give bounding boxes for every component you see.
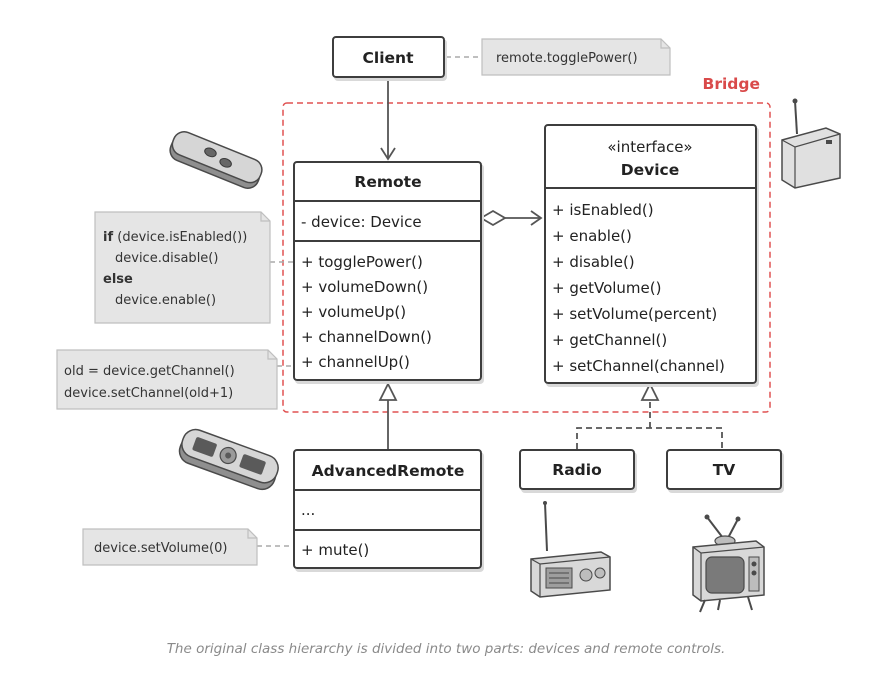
remote-class: Remote - device: Device + togglePower() … — [293, 161, 482, 381]
device-interface: «interface» Device + isEnabled() + enabl… — [544, 124, 757, 384]
device-class-name: Device — [621, 161, 680, 179]
client-class-name: Client — [363, 49, 415, 67]
tv-icon — [692, 514, 765, 613]
channel-note-line: device.setChannel(old+1) — [64, 386, 233, 401]
advanced-remote-class: AdvancedRemote ... + mute() — [293, 449, 482, 569]
radio-class: Radio — [519, 449, 635, 490]
remote-to-device-arrowhead — [530, 210, 543, 226]
device-method: + isEnabled() — [552, 201, 654, 219]
advanced-remote-inheritance-triangle — [378, 381, 398, 401]
device-method: + getVolume() — [552, 279, 661, 297]
client-to-remote-arrowhead — [380, 147, 396, 161]
device-method: + getChannel() — [552, 331, 667, 349]
device-method: + setChannel(channel) — [552, 357, 725, 375]
simple-remote-icon — [169, 131, 263, 189]
diagram-caption: The original class hierarchy is divided … — [167, 641, 726, 657]
tv-class: TV — [666, 449, 782, 490]
channel-note-line: old = device.getChannel() — [64, 364, 235, 379]
client-note: remote.togglePower() — [481, 38, 671, 76]
radio-class-name: Radio — [552, 461, 601, 479]
advanced-remote-icon — [178, 428, 279, 491]
toggle-note-line: device.enable() — [115, 293, 216, 308]
bridge-label: Bridge — [703, 75, 760, 93]
advanced-remote-class-name: AdvancedRemote — [312, 462, 465, 480]
realization-lines — [576, 427, 723, 449]
toggle-note-line: else — [103, 272, 133, 287]
wall-device-icon — [781, 98, 841, 189]
device-method: + enable() — [552, 227, 632, 245]
mute-note-text: device.setVolume(0) — [94, 541, 227, 556]
remote-method: + togglePower() — [301, 253, 423, 271]
toggle-note-line: device.disable() — [115, 251, 218, 266]
bridge-region — [282, 102, 771, 413]
aggregation-diamond — [479, 209, 507, 227]
device-method: + setVolume(percent) — [552, 305, 717, 323]
remote-field: - device: Device — [301, 213, 422, 231]
remote-class-name: Remote — [354, 173, 421, 191]
remote-method: + volumeDown() — [301, 278, 428, 296]
remote-method: + volumeUp() — [301, 303, 406, 321]
advanced-remote-method: + mute() — [301, 541, 369, 559]
remote-method: + channelUp() — [301, 353, 410, 371]
client-note-text: remote.togglePower() — [496, 51, 638, 66]
client-class: Client — [332, 36, 445, 78]
radio-icon — [530, 501, 611, 598]
toggle-note-line: if (device.isEnabled()) — [103, 230, 247, 245]
remote-method: + channelDown() — [301, 328, 432, 346]
toggle-power-note: if (device.isEnabled()) device.disable()… — [94, 211, 271, 324]
realization-triangle — [640, 381, 660, 401]
mute-note: device.setVolume(0) — [82, 528, 258, 566]
advanced-remote-field: ... — [301, 501, 315, 519]
channel-up-note: old = device.getChannel() device.setChan… — [56, 349, 278, 410]
tv-class-name: TV — [713, 461, 736, 479]
device-method: + disable() — [552, 253, 635, 271]
device-stereotype: «interface» — [607, 138, 692, 156]
